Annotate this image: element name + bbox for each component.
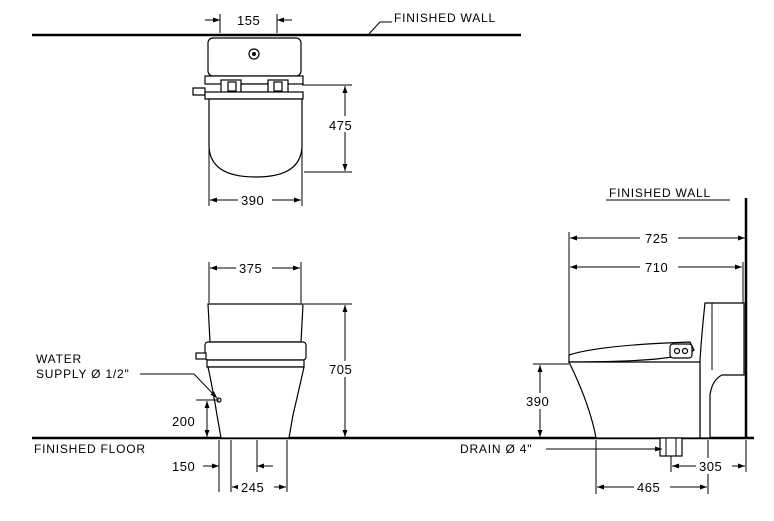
side-view: FINISHED WALL 725 710 390 DRAIN Ø 4" [460,186,748,495]
dimension-155: 155 [237,13,260,28]
dimension-375: 375 [239,261,262,276]
tank-side-outline [699,302,745,439]
drain-pipe [659,437,683,457]
dimension-390-top: 390 [241,193,264,208]
tank-front-outline [207,303,304,343]
dimension-475: 475 [329,118,352,133]
dimension-245: 245 [241,480,264,495]
dimension-390-side: 390 [526,394,549,409]
front-view: 375 705 WATER SUPPLY Ø 1/2" 200 150 [36,261,360,495]
finished-wall-label-side: FINISHED WALL [609,186,711,200]
seat-top-outline [208,98,303,178]
dimension-305: 305 [699,459,722,474]
control-panel-icon [669,343,693,359]
dimension-725: 725 [645,231,668,246]
top-view: FINISHED WALL 155 475 390 [32,11,521,208]
finished-wall-label-top: FINISHED WALL [394,11,496,25]
dimension-465: 465 [637,480,660,495]
water-supply-label-line1: WATER [36,352,82,366]
bowl-side-outline [568,361,701,439]
finished-floor-label: FINISHED FLOOR [34,442,146,456]
dimension-705: 705 [329,362,352,377]
seat-side-outline [568,341,695,363]
dimension-150: 150 [172,459,195,474]
dimension-710: 710 [645,260,668,275]
water-supply-label-line2: SUPPLY Ø 1/2" [36,367,130,381]
bowl-front-outline [207,366,305,439]
dimension-200: 200 [172,414,195,429]
drain-label: DRAIN Ø 4" [460,442,532,456]
